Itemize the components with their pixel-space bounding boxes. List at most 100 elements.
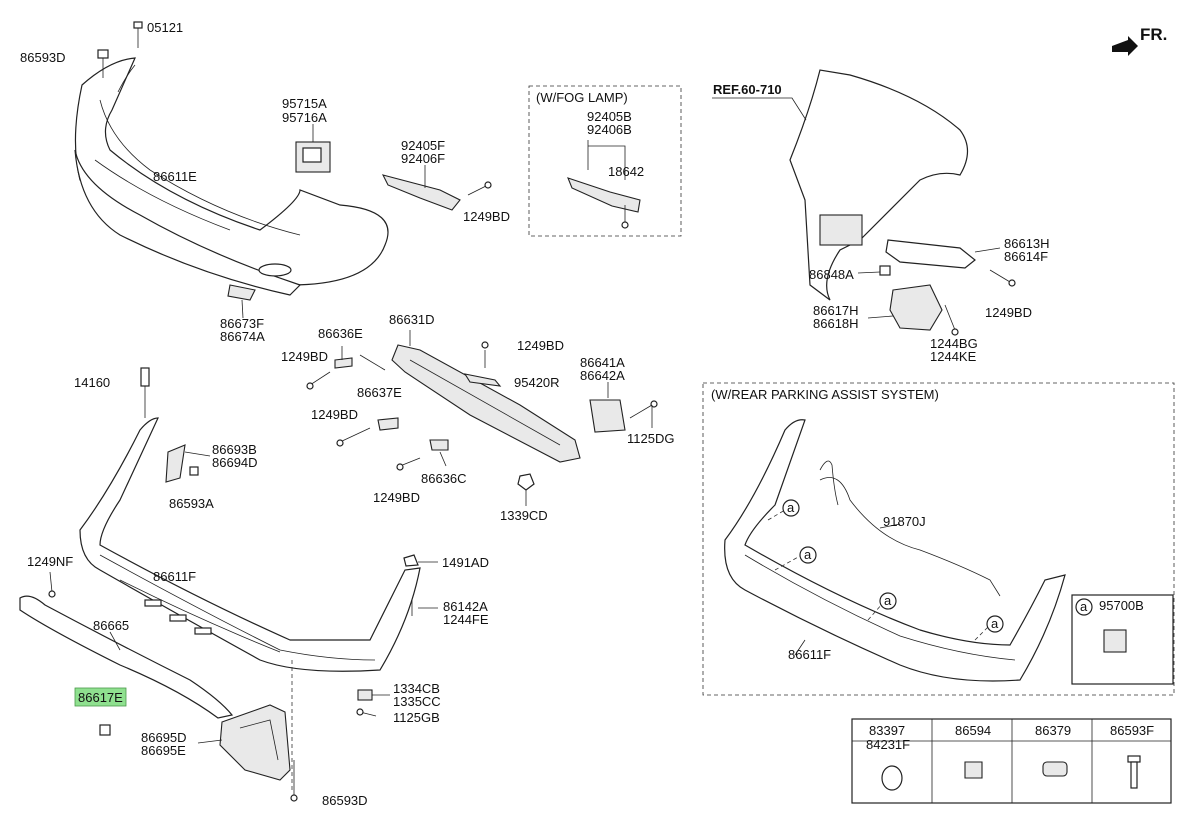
callout: 86611E <box>153 169 197 184</box>
marker-a <box>986 615 1004 633</box>
callout: 1249BD <box>463 209 510 224</box>
arrow-icon <box>1112 36 1138 56</box>
callout: 86641A <box>580 355 625 370</box>
beam-fasteners <box>306 341 658 506</box>
callout: 1125GB <box>393 710 440 725</box>
direction-indicator: FR. <box>1112 25 1167 56</box>
callout: 95716A <box>282 110 327 125</box>
marker-a <box>782 499 800 517</box>
parking-assist-group-title: (W/REAR PARKING ASSIST SYSTEM) <box>711 387 939 402</box>
legend-code: 86594 <box>955 723 991 738</box>
bolt-1249BD-a <box>467 181 492 196</box>
callout: 86693B <box>212 442 257 457</box>
callout: 86613H <box>1004 236 1050 251</box>
callout: 18642 <box>608 164 644 179</box>
callout: 86636E <box>318 326 363 341</box>
callout: 86665 <box>93 618 129 633</box>
marker-a <box>879 592 897 610</box>
parking-assist-group: (W/REAR PARKING ASSIST SYSTEM) <box>702 382 1175 696</box>
callout: 86611F <box>153 569 196 584</box>
callout: 86642A <box>580 368 625 383</box>
legend-code: 84231F <box>866 737 910 752</box>
callout: 86695D <box>141 730 187 745</box>
callout: 1335CC <box>393 694 441 709</box>
callout: 91870J <box>883 514 926 529</box>
highlight-box <box>74 687 127 707</box>
clip-86593D-top <box>97 49 109 78</box>
callout: 92406F <box>401 151 445 166</box>
legend-code: 83397 <box>869 723 905 738</box>
marker-a-text: a <box>804 547 812 562</box>
callout: 86611F <box>788 647 831 662</box>
callout: 86636C <box>421 471 467 486</box>
fog-lamp-group-title: (W/FOG LAMP) <box>536 90 628 105</box>
callout: 95715A <box>282 96 327 111</box>
lower-hardware <box>356 554 438 717</box>
callout: 92406B <box>587 122 632 137</box>
screw-05121 <box>133 21 143 48</box>
callout: 92405F <box>401 138 445 153</box>
callout: 92405B <box>587 109 632 124</box>
callout: 1249BD <box>373 490 420 505</box>
callout: 86614F <box>1004 249 1048 264</box>
fog-lamp-group: (W/FOG LAMP) <box>528 85 682 237</box>
reflector-86673F <box>227 284 256 301</box>
callout-highlighted: 86617E <box>78 690 123 705</box>
callout: 1244BG <box>930 336 978 351</box>
bracket-86693B <box>165 444 211 483</box>
sensor-95700B-icon <box>1103 629 1127 653</box>
legend-code: 86379 <box>1035 723 1071 738</box>
marker-a-text: a <box>991 616 999 631</box>
legend-table-codes: 83397 84231F 86594 86379 86593F <box>866 723 1154 752</box>
callout: 86617H <box>813 303 859 318</box>
callout: 86674A <box>220 329 265 344</box>
body-panel-ref <box>712 69 1016 336</box>
callout: 95700B <box>1099 598 1144 613</box>
callout: 1249BD <box>985 305 1032 320</box>
marker-a <box>1075 598 1093 616</box>
callout: 86848A <box>809 267 854 282</box>
callout: 1339CD <box>500 508 548 523</box>
circle-a-markers: a a a a a <box>782 499 1093 633</box>
callout: 1249BD <box>311 407 358 422</box>
lower-bumper-cover-86611F <box>79 367 421 672</box>
callout: 05121 <box>147 20 183 35</box>
lower-strip-86665 <box>19 595 234 719</box>
bracket-95715A <box>295 124 331 173</box>
marker-a <box>799 546 817 564</box>
callout-labels: 05121 86593D 95715A 95716A 92405F 92406F… <box>20 20 1144 808</box>
callout: 14160 <box>74 375 110 390</box>
callout: 86142A <box>443 599 488 614</box>
screw-icon <box>1127 755 1141 789</box>
hardware-legend-table <box>851 718 1172 804</box>
callout: 1244FE <box>443 612 489 627</box>
round-plug-icon <box>881 765 903 791</box>
callout: 1125DG <box>627 431 674 446</box>
rubber-pad-icon <box>1042 761 1068 777</box>
marker-a-text: a <box>1080 599 1088 614</box>
marker-a-text: a <box>884 593 892 608</box>
ref-label: REF.60-710 <box>713 82 782 97</box>
marker-a-text: a <box>787 500 795 515</box>
callout: 1334CB <box>393 681 440 696</box>
callout: 86695E <box>141 743 186 758</box>
upper-bumper-cover <box>74 57 389 296</box>
callout: 86694D <box>212 455 258 470</box>
callout: 86593D <box>20 50 66 65</box>
callout: 86593D <box>322 793 368 808</box>
callout: 1491AD <box>442 555 489 570</box>
callout: 1249BD <box>281 349 328 364</box>
bolt-1249NF <box>48 571 56 598</box>
bracket-92405F <box>381 165 461 211</box>
callout: 86673F <box>220 316 264 331</box>
callout: 86637E <box>357 385 402 400</box>
callout: 1249NF <box>27 554 73 569</box>
callout: 1249BD <box>517 338 564 353</box>
callout: 86631D <box>389 312 435 327</box>
clip-icon <box>964 761 983 779</box>
callout: 1244KE <box>930 349 977 364</box>
direction-label: FR. <box>1140 25 1167 44</box>
callout: 95420R <box>514 375 560 390</box>
callout: 86618H <box>813 316 859 331</box>
